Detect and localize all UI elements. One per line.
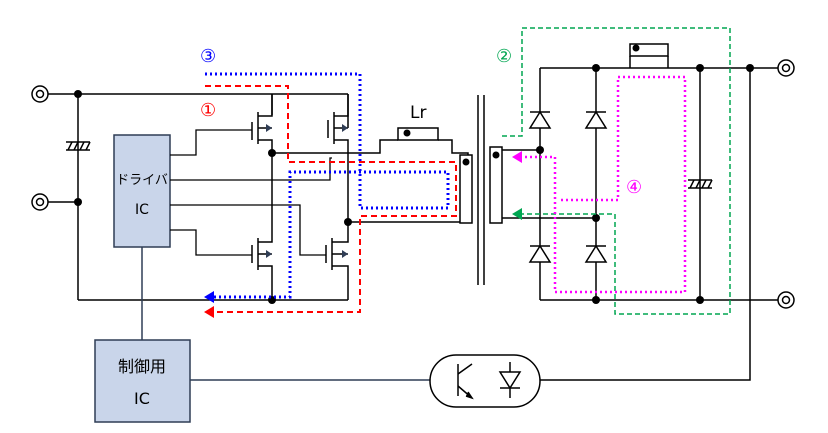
- mosfet-q3: [251, 153, 273, 300]
- diode-d2: [584, 110, 608, 129]
- photocoupler: [429, 354, 541, 408]
- junction-dot: [536, 146, 544, 154]
- driver-ic-block: ドライバ IC: [113, 134, 171, 248]
- input-terminal-top: [31, 85, 49, 103]
- path-label-1: ①: [200, 100, 216, 121]
- output-terminal-bottom: [777, 291, 795, 309]
- junction-dot: [592, 214, 600, 222]
- secondary-wiring: [502, 67, 778, 381]
- input-terminal-bottom: [31, 193, 49, 211]
- input-wiring: [48, 93, 349, 301]
- mosfet-q4: [325, 222, 349, 300]
- diode-d3: [528, 244, 552, 263]
- junction-dot: [696, 296, 704, 304]
- path-label-2: ②: [496, 46, 512, 67]
- current-path-4: [512, 75, 687, 294]
- current-path-1: [204, 85, 457, 318]
- junction-dot: [592, 296, 600, 304]
- phototransistor-icon: [457, 363, 474, 400]
- output-capacitor: [688, 179, 713, 189]
- junction-dot: [746, 64, 754, 72]
- mosfet-q1: [251, 94, 273, 153]
- primary-wiring: [272, 139, 469, 223]
- current-path-2: [502, 27, 731, 315]
- inductor-label: Lr: [410, 103, 426, 123]
- diode-d4: [584, 244, 608, 263]
- current-path-3: [204, 72, 450, 303]
- junction-dot: [592, 64, 600, 72]
- junction-dot: [74, 90, 82, 98]
- junction-dot: [74, 198, 82, 206]
- input-capacitor: [66, 141, 91, 151]
- transformer: [459, 95, 503, 285]
- led-icon: [498, 362, 522, 398]
- junction-dot: [696, 64, 704, 72]
- control-ic-label-line2: IC: [134, 389, 150, 408]
- output-inductor: [629, 43, 669, 68]
- driver-ic-label-line1: ドライバ: [116, 173, 168, 188]
- control-ic-label-line1: 制御用: [118, 357, 166, 376]
- path-label-4: ④: [626, 177, 642, 198]
- driver-ic-label-line2: IC: [135, 202, 149, 218]
- resonant-inductor: Lr: [397, 103, 439, 141]
- output-terminal-top: [777, 59, 795, 77]
- mosfet-q2: [327, 94, 349, 222]
- gate-drive-wires: [170, 129, 332, 256]
- path-label-3: ③: [200, 46, 216, 67]
- diode-d1: [528, 110, 552, 129]
- control-ic-block: 制御用 IC: [94, 339, 191, 423]
